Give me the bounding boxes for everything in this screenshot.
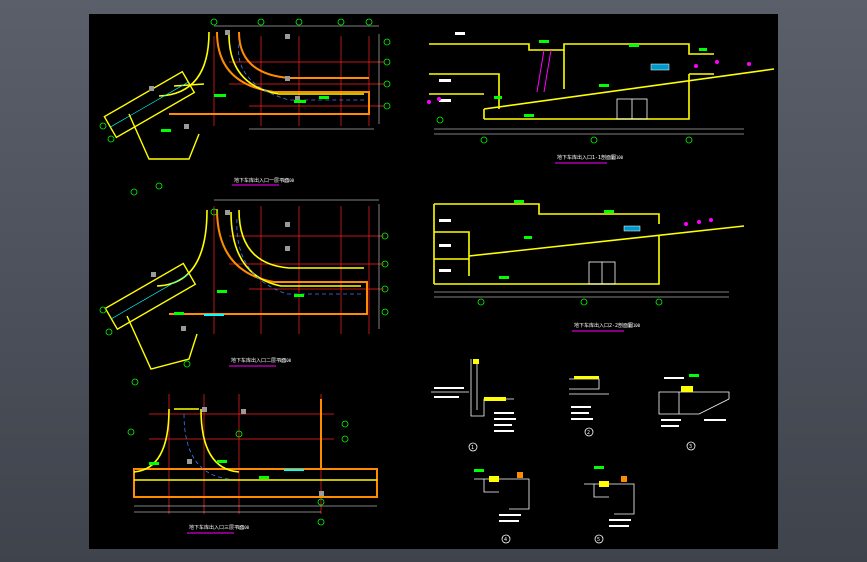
detail-5-marker: 5 xyxy=(597,537,600,543)
cad-drawing: 地下车库出入口一层平面 1:100 xyxy=(99,18,775,544)
plan-3-caption: 地下车库出入口三层平面 xyxy=(189,524,244,531)
detail-5: 5 xyxy=(584,466,635,544)
plan-1: 地下车库出入口一层平面 1:100 xyxy=(99,18,391,196)
detail-1-marker: 1 xyxy=(471,445,474,451)
cad-viewport[interactable]: 地下车库出入口一层平面 1:100 xyxy=(89,14,778,549)
section-2-scale: 1:100 xyxy=(628,323,641,328)
plan-3-scale: 1:100 xyxy=(237,525,250,530)
detail-4: 4 xyxy=(474,469,530,544)
detail-3: 3 xyxy=(658,374,730,451)
detail-3-marker: 3 xyxy=(689,444,692,450)
section-2: 地下车库出入口2-2剖面图 1:100 xyxy=(433,200,745,332)
plan-2-caption: 地下车库出入口二层平面 xyxy=(231,357,286,364)
plan-3: 地下车库出入口三层平面 1:100 xyxy=(127,394,378,534)
section-1-scale: 1:100 xyxy=(611,155,624,160)
plan-1-caption: 地下车库出入口一层平面 xyxy=(234,177,289,184)
section-1-caption: 地下车库出入口1-1剖面图 xyxy=(557,154,616,161)
section-2-caption: 地下车库出入口2-2剖面图 xyxy=(574,322,633,329)
detail-2: 2 xyxy=(569,376,609,437)
detail-1: 1 xyxy=(431,359,516,452)
detail-4-marker: 4 xyxy=(504,537,507,543)
plan-2-scale: 1:100 xyxy=(279,358,292,363)
details: 1 2 xyxy=(431,359,730,544)
plan-2: 地下车库出入口二层平面 1:100 xyxy=(99,199,389,386)
detail-2-marker: 2 xyxy=(587,430,590,436)
section-1: 地下车库出入口1-1剖面图 1:100 xyxy=(427,32,775,164)
plan-1-scale: 1:100 xyxy=(282,178,295,183)
